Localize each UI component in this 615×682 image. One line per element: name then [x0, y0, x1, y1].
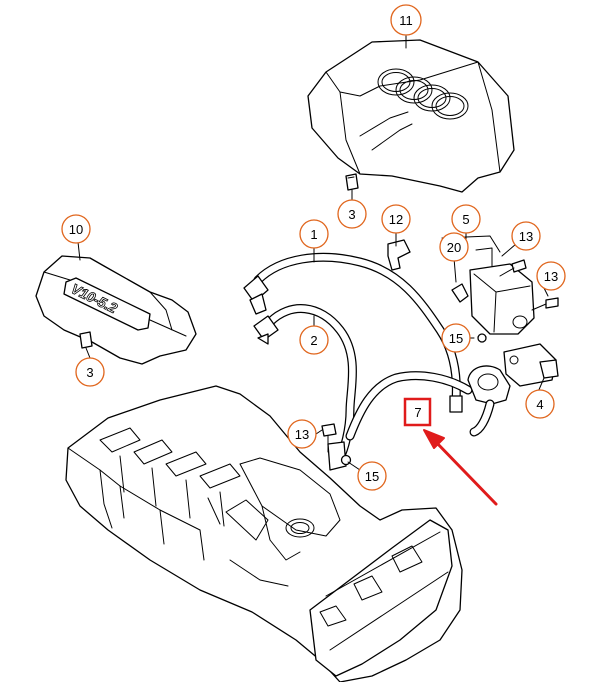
callout-13-upper: 13	[511, 221, 541, 251]
svg-text:11: 11	[399, 13, 413, 28]
svg-text:1: 1	[310, 227, 317, 242]
svg-text:15: 15	[449, 331, 463, 346]
hose-clip-12	[387, 239, 411, 271]
engine-block	[65, 385, 463, 682]
washer-15-upper	[477, 333, 487, 343]
callout-3-upper: 3	[337, 199, 367, 229]
oil-separator	[467, 343, 559, 437]
callout-4: 4	[525, 389, 555, 419]
svg-text:3: 3	[86, 365, 93, 380]
svg-text:13: 13	[519, 229, 533, 244]
bolt-13-right	[531, 297, 559, 311]
clip-part-b	[79, 331, 93, 349]
svg-text:13: 13	[295, 427, 309, 442]
callout-3-lower: 3	[75, 357, 105, 387]
bolt-13-lower	[321, 423, 337, 453]
callout-2: 2	[299, 325, 329, 355]
svg-text:4: 4	[536, 397, 543, 412]
callout-15-lower: 15	[357, 461, 387, 491]
breather-hose-1	[243, 252, 463, 413]
bolt-13-upper	[499, 259, 527, 277]
four-rings-emblem	[377, 68, 469, 120]
callout-13-lower: 13	[287, 419, 317, 449]
breather-hose-7	[345, 371, 473, 441]
svg-text:2: 2	[310, 333, 317, 348]
engine-cover-top	[307, 39, 515, 193]
svg-text:3: 3	[348, 207, 355, 222]
svg-text:5: 5	[462, 212, 469, 227]
svg-text:7: 7	[414, 405, 421, 420]
engine-cover-side: V10-5.2	[35, 255, 197, 365]
callout-7: 7	[403, 397, 432, 427]
highlight-arrow	[423, 429, 498, 506]
clip-part-a	[345, 173, 359, 191]
callout-11: 11	[390, 4, 422, 36]
callout-15-upper: 15	[441, 323, 471, 353]
svg-text:13: 13	[544, 269, 558, 284]
svg-text:20: 20	[447, 240, 461, 255]
callout-12: 12	[381, 204, 411, 234]
callout-10: 10	[61, 214, 91, 244]
svg-text:15: 15	[365, 469, 379, 484]
callouts: 11 3 10 3 1 2 12 5	[61, 4, 566, 491]
svg-text:10: 10	[69, 222, 83, 237]
svg-text:12: 12	[389, 212, 403, 227]
highlight-box	[403, 397, 432, 427]
callout-20: 20	[439, 232, 469, 262]
callout-5: 5	[451, 204, 481, 234]
callout-13-right: 13	[536, 261, 566, 291]
callout-1: 1	[299, 219, 329, 249]
